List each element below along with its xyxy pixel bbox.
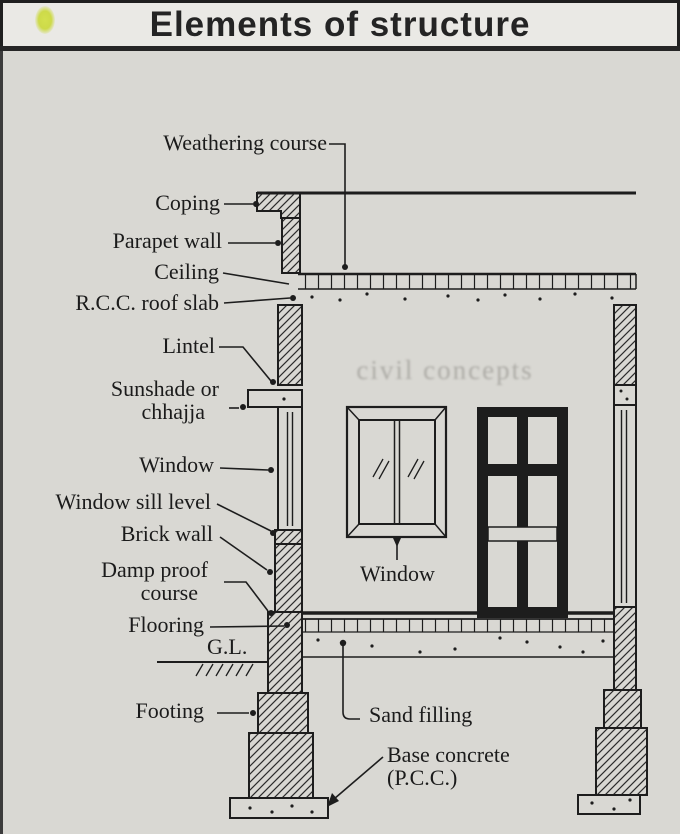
right-footing-step2 [595,727,648,796]
left-window-section [277,407,303,530]
leader-lines [209,143,398,800]
page-title: Elements of structure [149,5,531,44]
label-window-wall: Window [139,452,214,477]
label-ground-level: G.L. [207,634,248,659]
right-window-section [613,404,637,608]
right-footing-step1 [603,689,642,729]
label-coping: Coping [155,190,220,215]
right-lintel-block [613,384,637,406]
label-lintel: Lintel [162,333,215,358]
label-window-elevation: Window [360,561,435,586]
door-lock-rail [487,526,558,542]
highlighter-dot-icon [35,6,55,34]
door-elevation [477,407,568,618]
parapet-wall-section [281,217,301,274]
label-damp-proof-course: Damp proof course [101,558,208,604]
roof-slab-concrete-dots [310,292,614,302]
label-damp-proof-line1: Damp proof [101,557,208,582]
title-bar: Elements of structure [0,0,680,46]
label-damp-proof-line2: course [140,580,198,605]
left-border [0,51,3,834]
window-elevation [345,405,448,539]
left-footing-step1 [257,692,309,734]
sunshade-slab [247,389,303,408]
label-flooring: Flooring [128,612,204,637]
coping-block [256,192,301,219]
ceiling-line [298,274,637,290]
left-footing-step2 [248,732,314,799]
label-weathering-course: Weathering course [163,130,327,155]
label-sand-filling: Sand filling [369,702,473,727]
label-footing: Footing [135,698,204,723]
roof-slab-band [298,274,636,289]
right-base-concrete-pad [577,794,641,815]
label-base-concrete-line2: (P.C.C.) [387,765,458,790]
label-sunshade: Sunshade or chhajja [111,377,219,423]
right-plinth-wall [613,606,637,691]
left-wall-upper-section [277,304,303,386]
window-sill-block [274,529,303,545]
watermark: civil concepts [356,355,534,385]
label-rcc-roof-slab: R.C.C. roof slab [75,290,219,315]
glass-marks [372,458,425,480]
sand-filling-dots [316,636,605,654]
ground-hatch-marks [195,663,254,677]
label-base-concrete-line1: Base concrete [387,742,510,767]
label-parapet-wall: Parapet wall [112,228,222,253]
label-window-sill-level: Window sill level [55,489,211,514]
label-sunshade-line1: Sunshade or [110,376,219,401]
label-base-concrete: Base concrete (P.C.C.) [387,743,510,789]
label-sunshade-line2: chhajja [141,399,205,424]
left-base-concrete-pad [229,797,329,819]
brick-wall-section [274,543,303,613]
title-divider [0,46,680,51]
leader-dots [240,201,401,807]
label-ceiling: Ceiling [154,259,219,284]
label-brick-wall: Brick wall [120,521,213,546]
flooring-band [302,619,614,632]
right-wall-upper-section [613,304,637,386]
